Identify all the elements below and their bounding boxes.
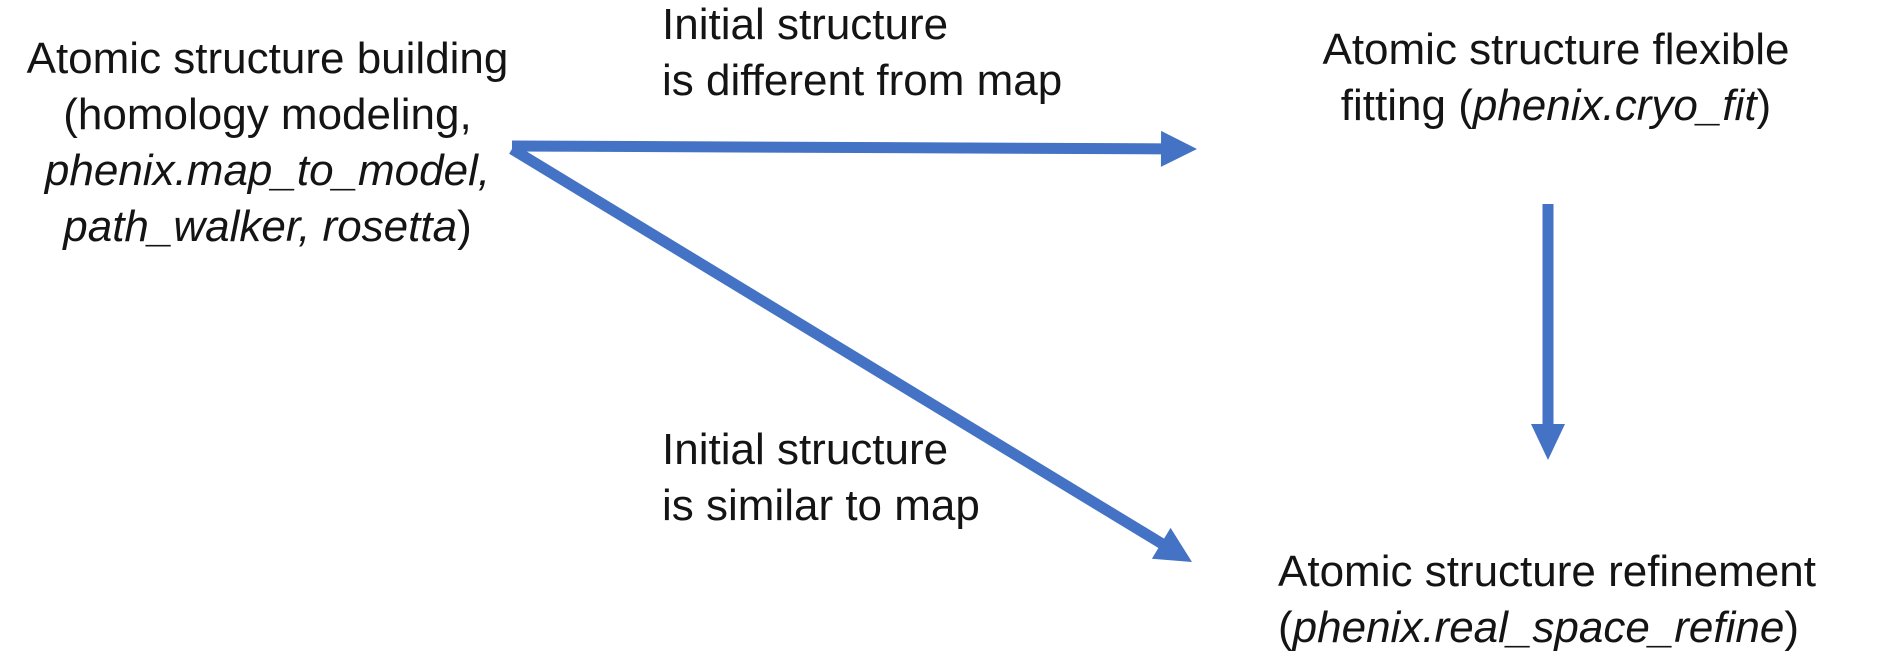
edge-label-different-line2: is different from map [662,56,1063,105]
edge-label-similar-line1: Initial structure [662,425,949,474]
node-flexible-fitting-line1: Atomic structure flexible [1322,25,1790,74]
building-to-flexible-fitting-arrow [511,130,1197,167]
node-building-line4: path_walker, rosetta) [63,202,472,251]
node-atomic-structure-building: Atomic structure building (homology mode… [5,31,530,255]
node-flexible-fitting-line2: fitting (phenix.cryo_fit) [1340,81,1772,130]
flexible-fitting-to-refinement-arrow [1531,204,1565,460]
edge-label-different-line1: Initial structure [662,0,949,49]
node-flexible-fitting: Atomic structure flexible fitting (pheni… [1306,22,1806,134]
node-building-line2: (homology modeling, [63,90,472,139]
node-refinement: Atomic structure refinement (phenix.real… [1278,544,1816,656]
node-refinement-line1: Atomic structure refinement [1278,547,1816,596]
building-to-refinement-arrow [509,144,1192,562]
node-building-line1: Atomic structure building [26,34,509,83]
edge-label-similar-line2: is similar to map [662,481,980,530]
node-refinement-line2: (phenix.real_space_refine) [1278,603,1799,652]
edge-label-similar-to-map: Initial structure is similar to map [662,422,980,534]
edge-label-different-from-map: Initial structure is different from map [662,0,1062,109]
node-building-line3: phenix.map_to_model, [44,146,491,195]
